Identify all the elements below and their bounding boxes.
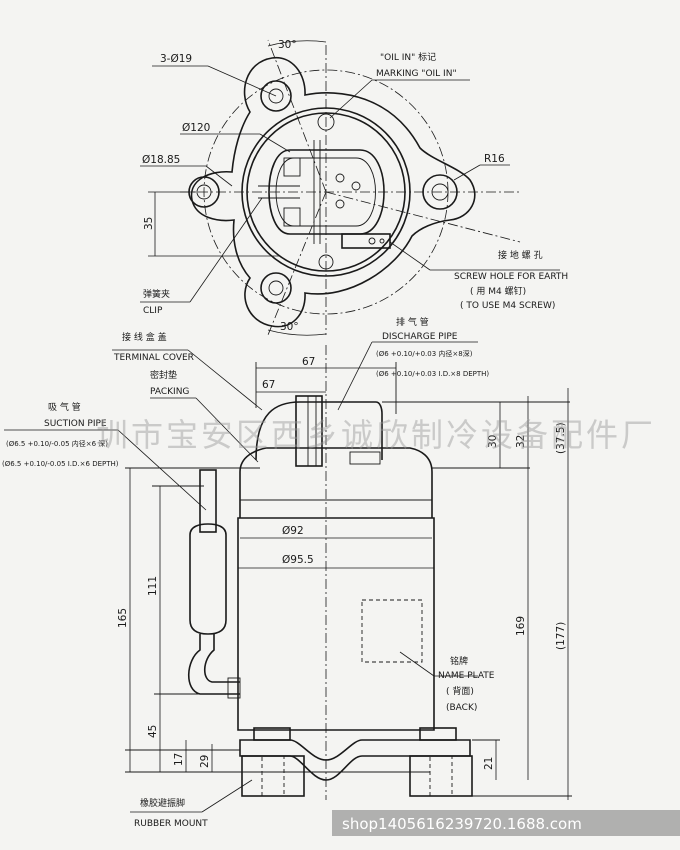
dia955-label: Ø95.5	[282, 554, 314, 566]
lug-hole-top	[260, 80, 292, 112]
watermark-text: 圳市宝安区西乡诚欣制冷设备配件厂	[96, 416, 656, 454]
compressor-body	[237, 447, 435, 731]
dim30-label: 30	[487, 435, 499, 448]
side-view: 67 67 30 32 (37.5) 169 (177) 21 Ø92 Ø95.…	[2, 316, 572, 829]
dim375-label: (37.5)	[555, 422, 567, 454]
nameplate-cn: 铭牌	[450, 655, 468, 667]
angle-top-label: 30°	[278, 39, 297, 51]
dim45-label: 45	[147, 725, 159, 738]
mounting-plate	[190, 56, 476, 328]
marking-en: MARKING "OIL IN"	[376, 69, 457, 79]
discharge-cn: 排 气 管	[396, 316, 429, 328]
packing-en: PACKING	[150, 387, 189, 397]
suction-spec-cn: (Ø6.5 +0.10/-0.05 内径×6 深)	[6, 439, 108, 448]
dim21-label: 21	[483, 757, 495, 770]
discharge-en: DISCHARGE PIPE	[382, 332, 458, 342]
dia120-label: Ø120	[182, 122, 210, 134]
dim177-label: (177)	[555, 622, 567, 650]
rubber-mount-right	[409, 727, 473, 797]
lug-hole-right	[422, 174, 458, 210]
name-plate	[361, 599, 423, 663]
dia1885-label: Ø18.85	[142, 154, 180, 166]
dim67b-label: 67	[262, 379, 275, 391]
dim67a-label: 67	[302, 356, 315, 368]
shell-outer	[241, 107, 411, 277]
clip-cn: 弹簧夹	[143, 288, 170, 300]
dim29-label: 29	[199, 755, 211, 768]
clip-en: CLIP	[143, 306, 163, 316]
earth-cn: 接 地 螺 孔	[498, 249, 543, 261]
earth-note-cn: ( 用 M4 螺钉)	[470, 286, 526, 297]
packing-cn: 密封垫	[150, 369, 177, 381]
angle-bottom-label: 30°	[280, 321, 299, 333]
top-view: 30° 3-Ø19 "OIL IN" 标记 MARKING "OIL IN" Ø…	[140, 39, 568, 336]
terminal-cn: 接 线 盒 盖	[122, 331, 167, 343]
dim165-label: 165	[117, 608, 129, 628]
discharge-spec-cn: (Ø6 +0.10/+0.03 内径×8深)	[376, 349, 473, 358]
earth-en: SCREW HOLE FOR EARTH	[454, 272, 568, 282]
dim169-label: 169	[515, 616, 527, 636]
lug-hole-bottom	[260, 272, 292, 304]
dia92-label: Ø92	[282, 525, 304, 537]
terminal-cover-side	[255, 395, 383, 467]
dim17-label: 17	[173, 753, 185, 766]
dim32-label: 32	[515, 435, 527, 448]
suction-accumulator	[187, 469, 241, 699]
rubber-en: RUBBER MOUNT	[134, 819, 208, 829]
back-cn: ( 背面)	[446, 685, 474, 697]
radius-label: R16	[484, 153, 505, 165]
dim35-label: 35	[143, 217, 155, 230]
back-en: (BACK)	[446, 703, 477, 713]
holes-label: 3-Ø19	[160, 53, 192, 65]
marking-cn: "OIL IN" 标记	[380, 51, 436, 63]
rubber-mount-left	[241, 727, 305, 797]
shop-label-bg	[332, 810, 680, 836]
suction-cn: 吸 气 管	[48, 401, 81, 413]
terminal-en: TERMINAL COVER	[113, 353, 194, 363]
terminal-cover-top	[268, 140, 385, 244]
nameplate-en: NAME PLATE	[438, 671, 495, 681]
dim111-label: 111	[147, 576, 159, 596]
discharge-spec-en: (Ø6 +0.10/+0.03 I.D.×8 DEPTH)	[376, 370, 489, 378]
earth-note-en: ( TO USE M4 SCREW)	[460, 301, 555, 311]
rubber-cn: 橡胶避振脚	[140, 797, 185, 809]
base-plate	[239, 739, 471, 781]
suction-spec-en: (Ø6.5 +0.10/-0.05 I.D.×6 DEPTH)	[2, 460, 119, 468]
suction-en: SUCTION PIPE	[44, 419, 107, 429]
shop-label: shop1405616239720.1688.com	[342, 815, 582, 833]
earth-screw-tab	[341, 233, 391, 249]
